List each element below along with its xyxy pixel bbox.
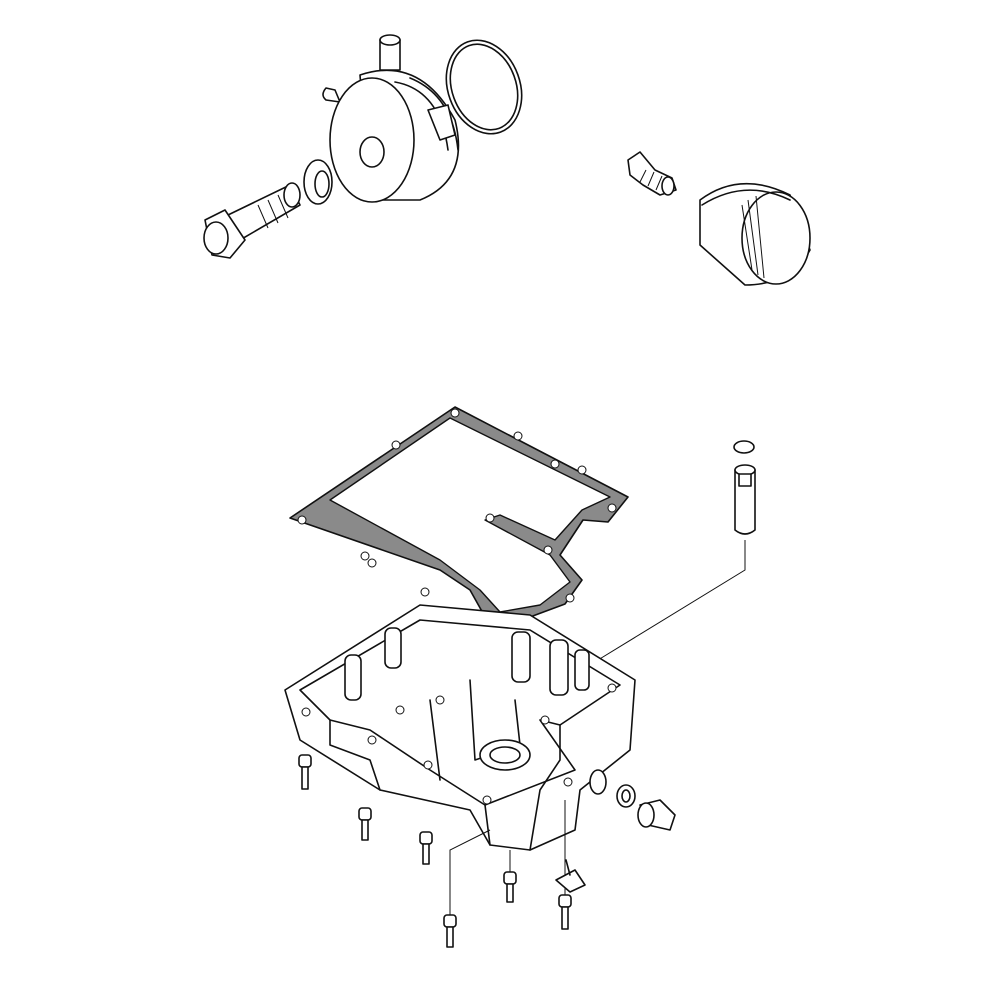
oil-pan bbox=[284, 604, 636, 851]
oil-cooler bbox=[322, 34, 460, 203]
drain-plug bbox=[616, 784, 676, 831]
oil-filter bbox=[699, 182, 811, 286]
bolt bbox=[298, 754, 312, 790]
oil-pan-gasket bbox=[289, 406, 629, 627]
bolt bbox=[443, 914, 457, 948]
clamp bbox=[555, 859, 586, 893]
pan-bolts bbox=[298, 754, 586, 948]
bolt bbox=[419, 831, 433, 865]
hollow-bolt bbox=[203, 182, 301, 259]
bolt bbox=[358, 807, 372, 841]
union-bolt bbox=[627, 151, 677, 196]
sealing-washer bbox=[303, 159, 333, 205]
o-ring-large bbox=[445, 39, 523, 135]
bolt bbox=[503, 871, 517, 903]
oil-pipe bbox=[597, 440, 756, 661]
bolt bbox=[558, 894, 572, 930]
